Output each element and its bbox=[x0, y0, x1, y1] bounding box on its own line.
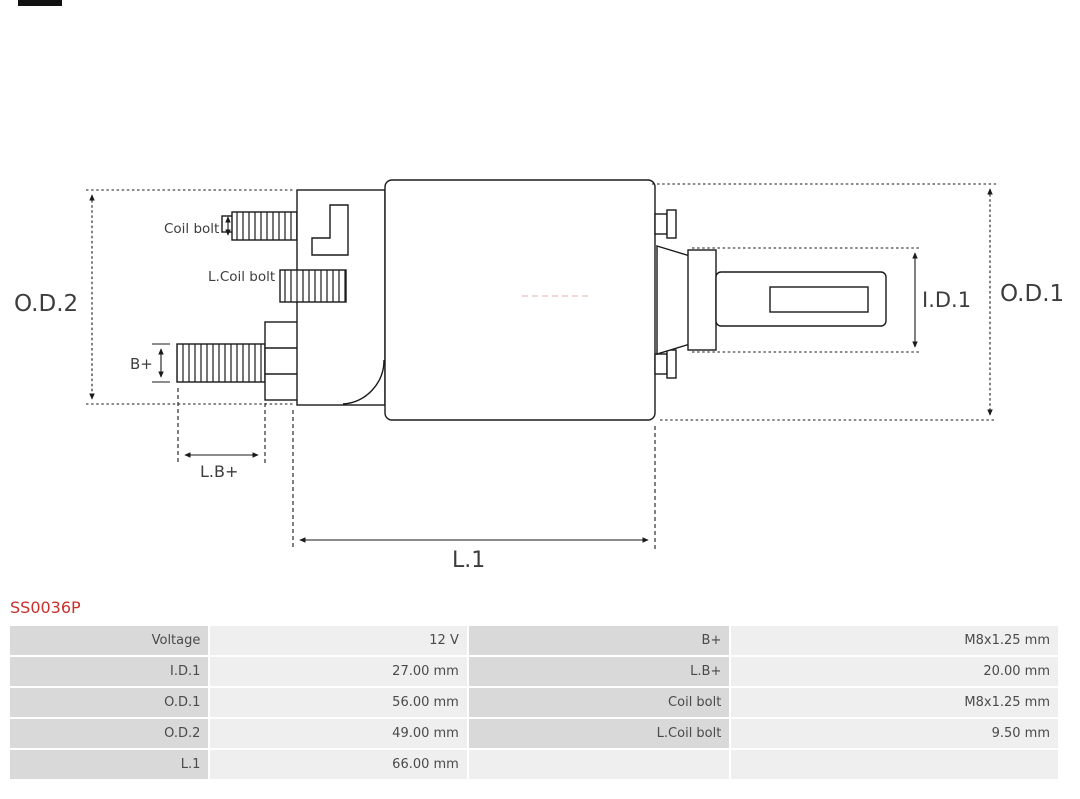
spec-label: I.D.1 bbox=[10, 657, 209, 686]
spec-label: Voltage bbox=[10, 626, 209, 655]
l1-label: L.1 bbox=[452, 548, 485, 573]
spec-label: O.D.2 bbox=[10, 719, 209, 748]
spec-label: L.B+ bbox=[468, 657, 730, 686]
spec-label: O.D.1 bbox=[10, 688, 209, 717]
b-plus-stud bbox=[176, 343, 266, 383]
od2-label: O.D.2 bbox=[14, 291, 78, 317]
od1-label: O.D.1 bbox=[1000, 281, 1064, 307]
flange-step bbox=[311, 204, 349, 256]
spec-label bbox=[468, 750, 730, 779]
lb-plus-label: L.B+ bbox=[200, 462, 238, 481]
table-row: I.D.1 27.00 mm L.B+ 20.00 mm bbox=[10, 657, 1058, 686]
top-left-mark bbox=[18, 0, 62, 6]
spec-label: L.Coil bolt bbox=[468, 719, 730, 748]
spec-label: B+ bbox=[468, 626, 730, 655]
spec-label: L.1 bbox=[10, 750, 209, 779]
l-coil-bolt-label: L.Coil bolt bbox=[208, 269, 275, 285]
spec-value: 27.00 mm bbox=[210, 657, 467, 686]
table-row: O.D.2 49.00 mm L.Coil bolt 9.50 mm bbox=[10, 719, 1058, 748]
solenoid-diagram: O.D.2 O.D.1 I.D.1 L.1 L.B+ B+ Coil bolt … bbox=[14, 0, 1064, 573]
b-plus-label: B+ bbox=[130, 355, 153, 373]
spec-value: 20.00 mm bbox=[731, 657, 1058, 686]
diagram-area: O.D.2 O.D.1 I.D.1 L.1 L.B+ B+ Coil bolt … bbox=[14, 0, 1064, 573]
spec-value: 12 V bbox=[210, 626, 467, 655]
table-row: O.D.1 56.00 mm Coil bolt M8x1.25 mm bbox=[10, 688, 1058, 717]
spec-table: Voltage 12 V B+ M8x1.25 mm I.D.1 27.00 m… bbox=[8, 624, 1060, 781]
id1-label: I.D.1 bbox=[922, 288, 971, 312]
part-number: SS0036P bbox=[10, 598, 81, 617]
coil-thread-block bbox=[279, 269, 347, 303]
dimension-lines bbox=[86, 183, 996, 549]
solenoid-body bbox=[384, 179, 656, 421]
spec-value: 49.00 mm bbox=[210, 719, 467, 748]
coil-bolt-stud bbox=[231, 211, 298, 241]
spec-value: M8x1.25 mm bbox=[731, 688, 1058, 717]
spec-label: Coil bolt bbox=[468, 688, 730, 717]
table-row: L.1 66.00 mm bbox=[10, 750, 1058, 779]
coil-bolt-label: Coil bolt bbox=[164, 221, 219, 237]
spec-value: 66.00 mm bbox=[210, 750, 467, 779]
spec-value: 9.50 mm bbox=[731, 719, 1058, 748]
plunger-collar bbox=[687, 249, 717, 351]
spec-value bbox=[731, 750, 1058, 779]
table-row: Voltage 12 V B+ M8x1.25 mm bbox=[10, 626, 1058, 655]
plunger-slot bbox=[769, 286, 869, 313]
right-tab-bottom bbox=[654, 353, 668, 375]
b-plus-nut bbox=[264, 321, 300, 401]
spec-value: M8x1.25 mm bbox=[731, 626, 1058, 655]
spec-value: 56.00 mm bbox=[210, 688, 467, 717]
solenoid-drawing bbox=[176, 179, 887, 421]
right-tab-top bbox=[654, 213, 668, 235]
plunger-taper bbox=[656, 245, 691, 355]
flange-fillet bbox=[342, 359, 385, 405]
dimension-labels: O.D.2 O.D.1 I.D.1 L.1 L.B+ B+ Coil bolt … bbox=[14, 221, 1064, 573]
